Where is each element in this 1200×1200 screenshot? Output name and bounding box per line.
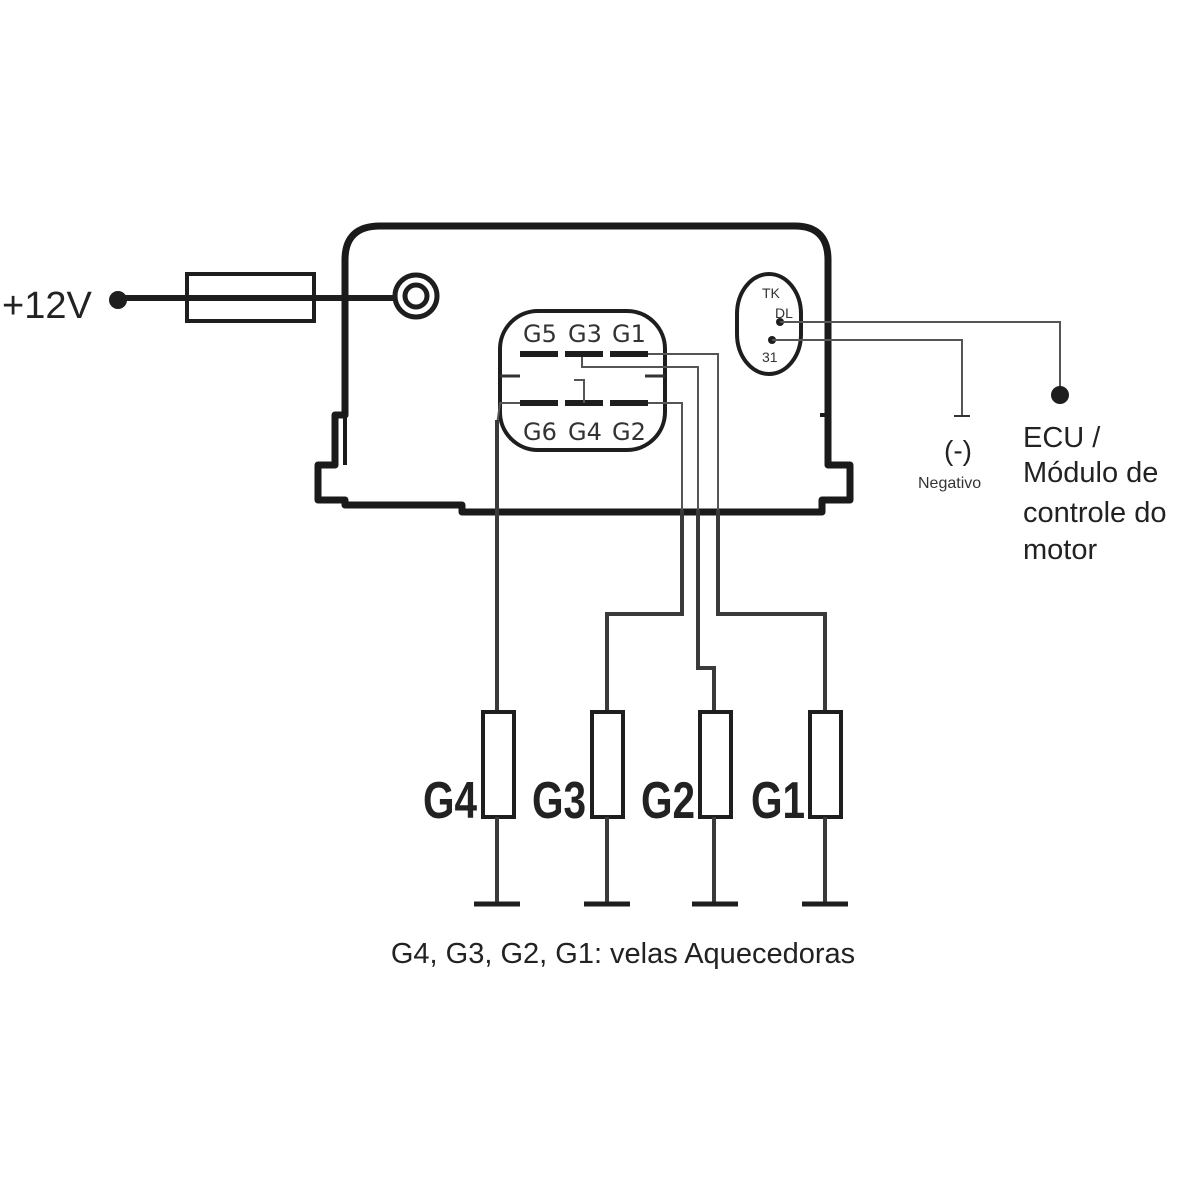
signal-pin-tk: TK (762, 285, 781, 301)
signal-pin-dl: DL (775, 305, 793, 321)
ecu-label-line-4: motor (1023, 534, 1097, 566)
power-stud-inner (402, 282, 430, 310)
glow-plug-label-g4: G4 (423, 771, 477, 829)
glow-plug-label-g3: G3 (532, 771, 586, 829)
wire-plug-g1 (716, 510, 827, 712)
ecu-label-line-1: ECU / (1023, 422, 1101, 454)
signal-connector (735, 272, 803, 376)
ecu-terminal-dot (1051, 386, 1069, 404)
glow-plug-g1 (808, 710, 843, 819)
pin-label-g4-bottom: G4 (568, 418, 602, 446)
pin-bar-g2 (610, 400, 648, 406)
pin-bar-g6 (520, 400, 558, 406)
pin-bar-g1 (610, 351, 648, 357)
glow-plug-g3 (590, 710, 625, 819)
relay-body (314, 222, 854, 516)
pin-label-g3-top: G3 (568, 320, 602, 348)
pin-label-g5: G5 (523, 320, 557, 348)
pin-label-g2-bottom: G2 (612, 418, 646, 446)
wire-g3-internal (581, 357, 699, 510)
glow-plug-g2 (698, 710, 733, 819)
negative-symbol: (-) (944, 435, 972, 466)
glow-plug-g4 (481, 710, 516, 819)
pin-label-g6: G6 (523, 418, 557, 446)
supply-label: +12V (2, 285, 92, 327)
signal-pin-31: 31 (762, 349, 778, 365)
wire-g6-internal (496, 402, 520, 426)
pin-bar-g3 (565, 351, 603, 357)
wire-plug-g3 (605, 510, 684, 712)
wire-negative (772, 339, 963, 415)
ecu-label-line-3: controle do (1023, 497, 1167, 529)
wire-g4-internal (574, 379, 585, 403)
glow-plug-label-g2: G2 (641, 771, 695, 829)
diagram-caption: G4, G3, G2, G1: velas Aquecedoras (391, 938, 855, 970)
wire-g2-internal (648, 402, 683, 510)
pin-bar-g5 (520, 351, 558, 357)
negative-label: Negativo (918, 475, 981, 492)
wire-g1-internal (648, 353, 719, 510)
glow-plug-label-g1: G1 (751, 771, 805, 829)
wire-ecu (780, 321, 1061, 392)
wire-plug-g2 (696, 510, 716, 712)
pin-label-g1-top: G1 (612, 320, 646, 348)
ecu-label-line-2: Módulo de (1023, 457, 1158, 489)
